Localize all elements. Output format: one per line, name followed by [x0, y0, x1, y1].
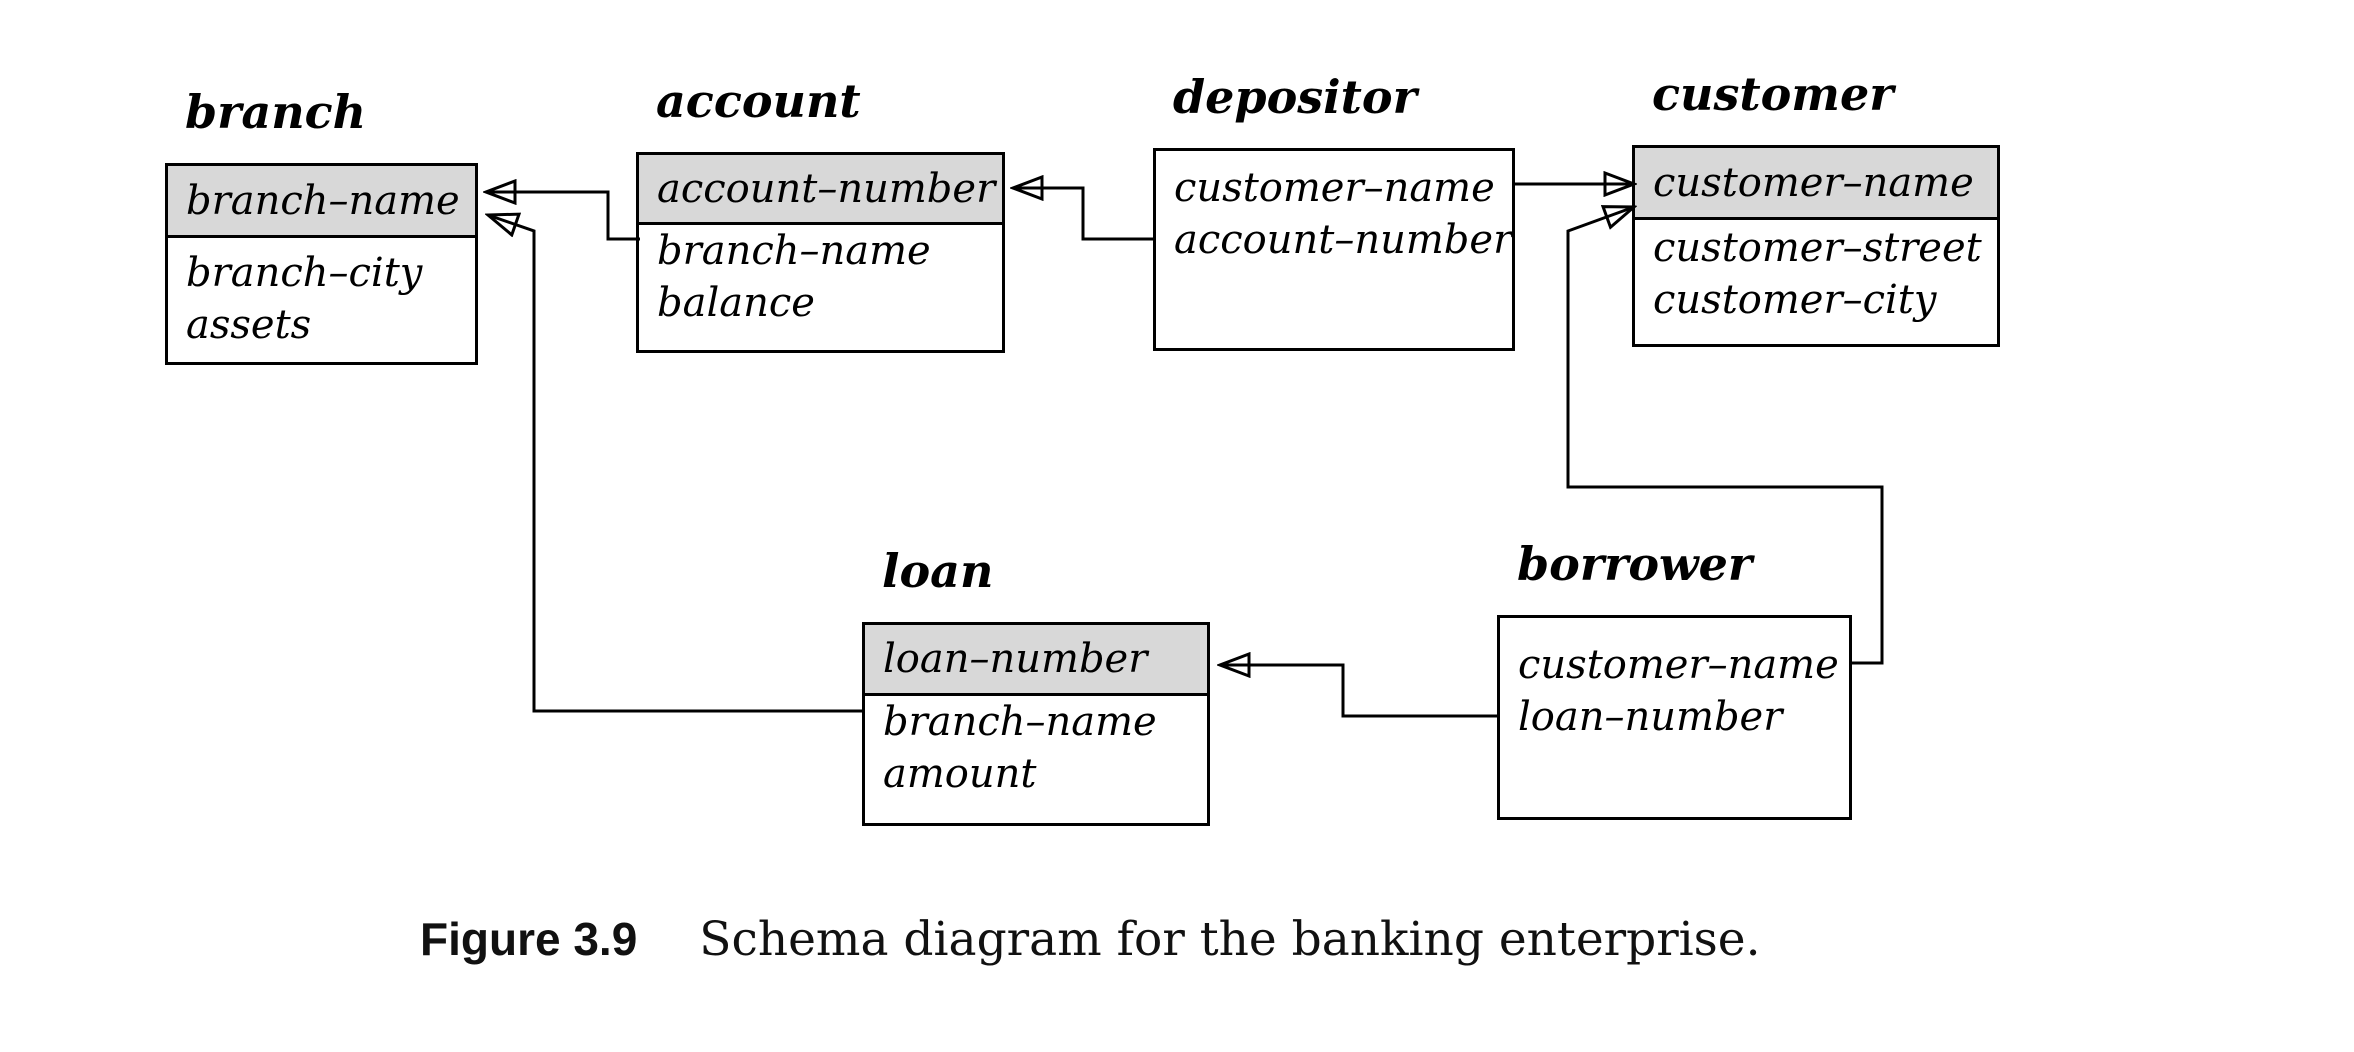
- fk-borrower-loannumber-to-loan: [1220, 665, 1499, 718]
- figure-label: Figure 3.9: [420, 913, 638, 965]
- table-loan-title: loan: [882, 544, 994, 598]
- table-branch: branch branch–name branch–city assets: [165, 85, 478, 365]
- table-loan-attr: amount: [883, 751, 1037, 797]
- table-account-box: account–number branch–name balance: [636, 152, 1005, 353]
- table-loan-box: loan–number branch–name amount: [862, 622, 1210, 826]
- table-depositor-attr: customer–name: [1174, 165, 1495, 211]
- table-customer: customer customer–name customer–street c…: [1632, 67, 2000, 347]
- table-account: account account–number branch–name balan…: [636, 74, 1005, 353]
- table-branch-attr: assets: [186, 302, 312, 348]
- fk-account-branchname-to-branch: [486, 192, 640, 241]
- table-customer-key-attr: customer–name: [1635, 148, 1997, 220]
- table-account-attr: balance: [657, 280, 815, 326]
- table-depositor-title: depositor: [1173, 70, 1417, 124]
- table-borrower: borrower customer–name loan–number: [1497, 537, 1852, 820]
- table-branch-box: branch–name branch–city assets: [165, 163, 478, 365]
- table-customer-attr: customer–city: [1653, 277, 1937, 323]
- figure-caption: Figure 3.9 Schema diagram for the banking…: [420, 912, 1761, 967]
- table-customer-title: customer: [1652, 67, 1894, 121]
- table-branch-title: branch: [185, 85, 367, 139]
- figure-caption-text: Schema diagram for the banking enterpris…: [699, 912, 1761, 967]
- table-account-key-attr: account–number: [639, 155, 1002, 225]
- table-borrower-attr: loan–number: [1518, 694, 1783, 740]
- table-account-attr: branch–name: [657, 228, 931, 274]
- table-borrower-attr: customer–name: [1518, 642, 1839, 688]
- table-loan-attr: branch–name: [883, 699, 1157, 745]
- table-customer-attr: customer–street: [1653, 225, 1982, 271]
- table-depositor-attr: account–number: [1174, 217, 1513, 263]
- table-loan-key-attr: loan–number: [865, 625, 1207, 696]
- table-borrower-box: customer–name loan–number: [1497, 615, 1852, 820]
- fk-depositor-accountnumber-to-account: [1013, 188, 1155, 241]
- table-customer-box: customer–name customer–street customer–c…: [1632, 145, 2000, 347]
- table-borrower-title: borrower: [1517, 537, 1753, 591]
- table-branch-attr: branch–city: [186, 250, 423, 296]
- table-loan: loan loan–number branch–name amount: [862, 544, 1210, 826]
- table-depositor: depositor customer–name account–number: [1153, 70, 1515, 351]
- table-branch-key-attr: branch–name: [168, 166, 475, 238]
- table-account-title: account: [656, 74, 861, 128]
- table-depositor-box: customer–name account–number: [1153, 148, 1515, 351]
